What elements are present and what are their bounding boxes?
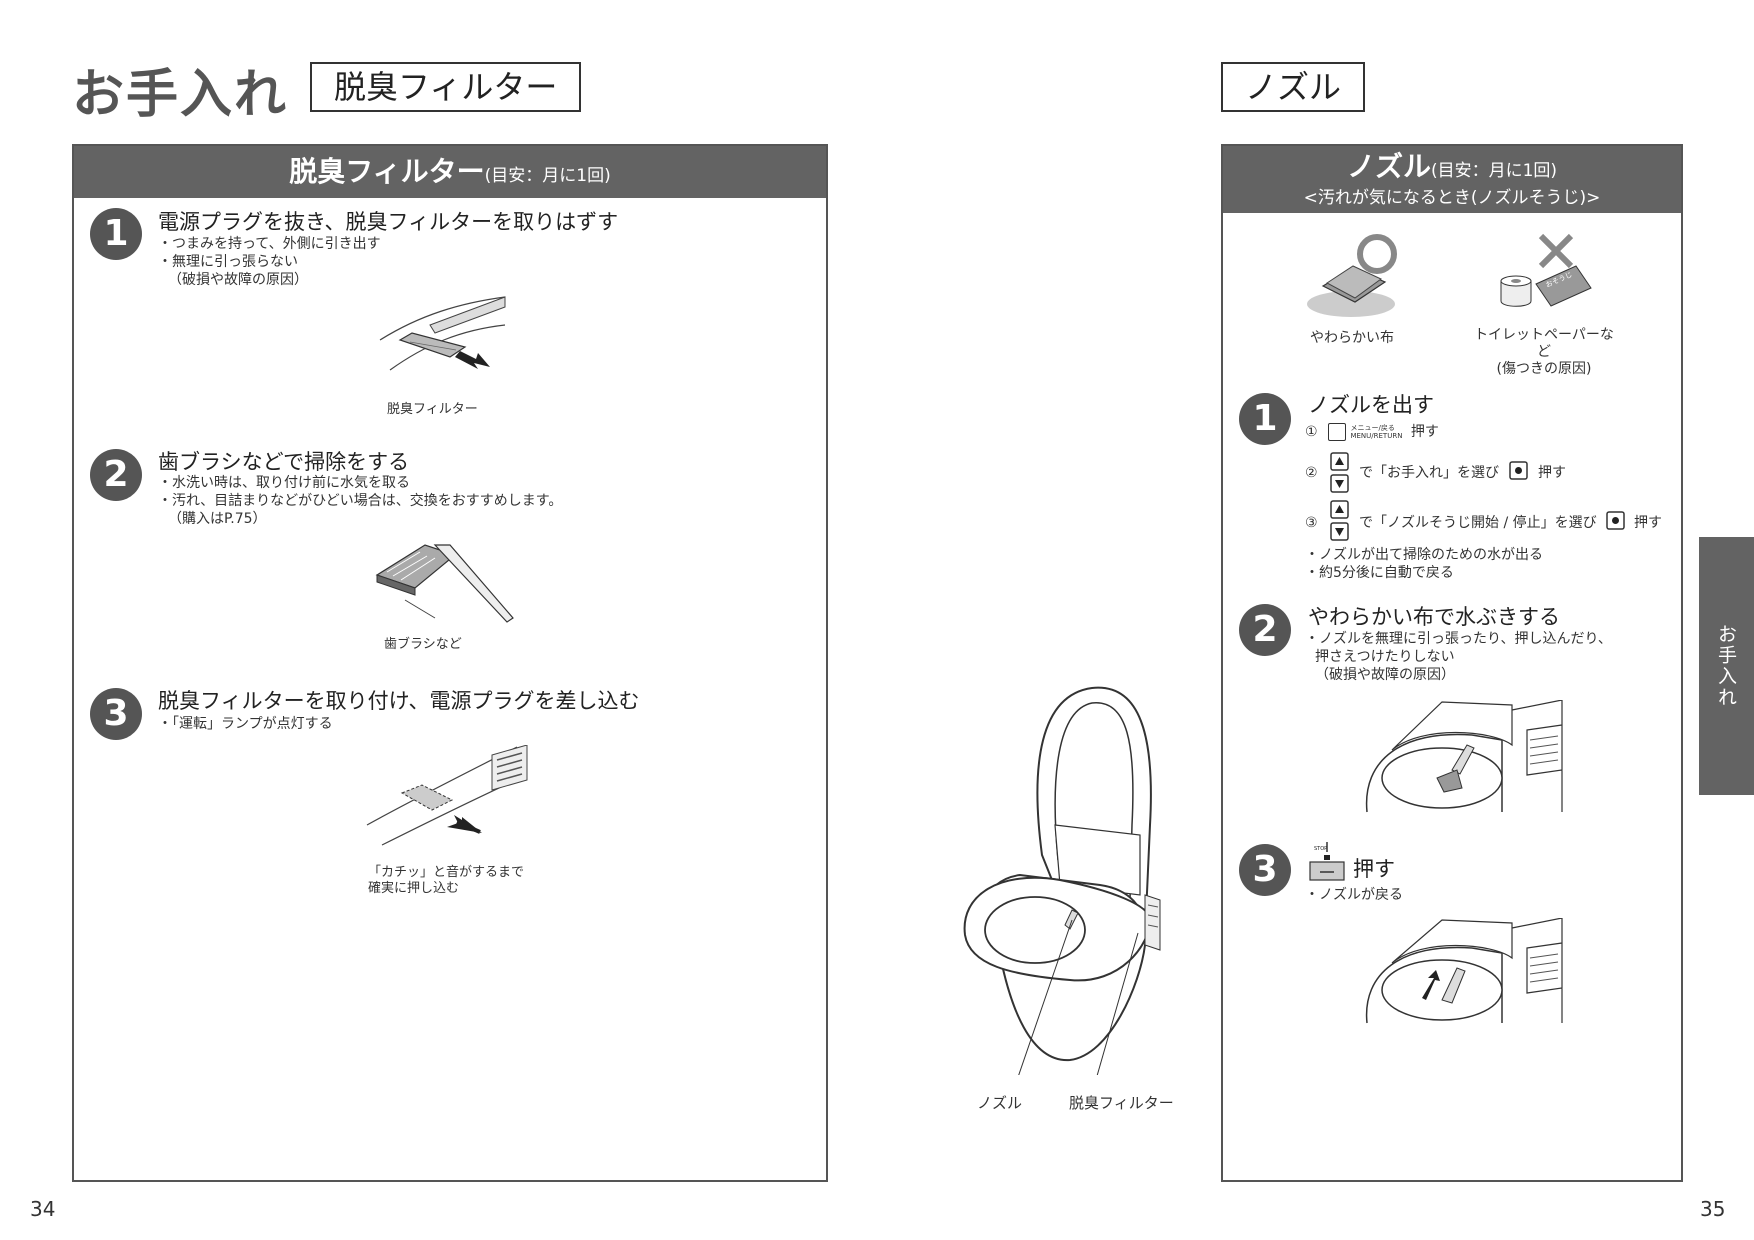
soft-cloth-ok-icon — [1307, 234, 1397, 317]
caption: 歯ブラシなど — [384, 637, 462, 652]
step-number: 1 — [90, 208, 142, 260]
section-label-nozzle: ノズル — [1221, 62, 1366, 112]
nozzle-label: ノズル — [977, 1094, 1023, 1112]
side-tab: お手入れ — [1699, 537, 1754, 795]
step-notes: ・つまみを持って、外側に引き出す ・無理に引っ張らない （破損や故障の原因） — [158, 236, 381, 288]
step-notes: ・ノズルが戻る — [1305, 887, 1403, 903]
toilet-paper-ng-icon — [1500, 233, 1592, 307]
step-notes: ・水洗い時は、取り付け前に水気を取る ・汚れ、目詰まりなどがひどい場合は、交換を… — [158, 475, 563, 527]
step-title: 押す — [1353, 857, 1395, 881]
enter-button-icon — [1509, 461, 1528, 480]
filter-label: 脱臭フィルター — [1069, 1094, 1174, 1112]
step-title: 脱臭フィルターを取り付け、電源プラグを差し込む — [158, 689, 640, 713]
stop-label: STOP — [1314, 846, 1328, 852]
page-title: お手入れ — [72, 65, 289, 125]
up-down-arrow-buttons-icon — [1330, 500, 1349, 541]
caption: 脱臭フィルター — [387, 402, 478, 417]
nozzle-panel-subtitle2: <汚れが気になるとき(ノズルそうじ)> — [1303, 188, 1601, 208]
filter-panel-subtitle: (目安：月に1回) — [484, 166, 611, 186]
menu-return-button-icon — [1328, 423, 1347, 441]
filter-panel-header: 脱臭フィルター(目安：月に1回) — [74, 146, 826, 198]
page-number-right: 35 — [1700, 1197, 1726, 1221]
step-title: ノズルを出す — [1308, 393, 1434, 417]
nozzle-panel-subtitle: (目安：月に1回) — [1430, 161, 1558, 181]
ok-label: やわらかい布 — [1310, 330, 1394, 346]
up-down-arrow-buttons-icon — [1330, 452, 1349, 493]
ng-label: トイレットペーパーなど (傷つきの原因) — [1474, 327, 1614, 377]
enter-button-icon — [1606, 511, 1625, 530]
nozzle-retract-illustration — [1365, 918, 1563, 1024]
step-number: 3 — [90, 688, 142, 740]
step-number: 2 — [1239, 604, 1291, 656]
step-notes: ・ノズルが出て掃除のための水が出る ・約5分後に自動で戻る — [1305, 547, 1543, 581]
nozzle-panel-header: ノズル(目安：月に1回) <汚れが気になるとき(ノズルそうじ)> — [1223, 146, 1681, 213]
filter-insert-illustration — [366, 745, 528, 846]
nozzle-panel-title: ノズル — [1346, 150, 1431, 183]
step-notes: ・ノズルを無理に引っ張ったり、押し込んだり、 押さえつけたりしない （破損や故障… — [1305, 631, 1612, 683]
caption: 「カチッ」と音がするまで 確実に押し込む — [368, 865, 525, 896]
step-title: やわらかい布で水ぶきする — [1308, 605, 1560, 629]
toilet-illustration — [963, 686, 1161, 1075]
step-number: 2 — [90, 449, 142, 501]
filter-panel-title: 脱臭フィルター — [289, 155, 485, 188]
step-notes: ・「運転」ランプが点灯する — [158, 716, 333, 732]
page-number-left: 34 — [30, 1197, 56, 1221]
section-label-filter: 脱臭フィルター — [310, 62, 582, 112]
toothbrush-cleaning-illustration — [375, 544, 514, 623]
step-number: 1 — [1239, 393, 1291, 445]
step-number: 3 — [1239, 844, 1291, 896]
step-title: 歯ブラシなどで掃除をする — [158, 450, 410, 474]
step-title: 電源プラグを抜き、脱臭フィルターを取りはずす — [158, 210, 619, 234]
filter-removal-illustration — [379, 296, 506, 371]
stop-button-icon — [1309, 842, 1345, 881]
nozzle-wiping-illustration — [1365, 700, 1563, 813]
